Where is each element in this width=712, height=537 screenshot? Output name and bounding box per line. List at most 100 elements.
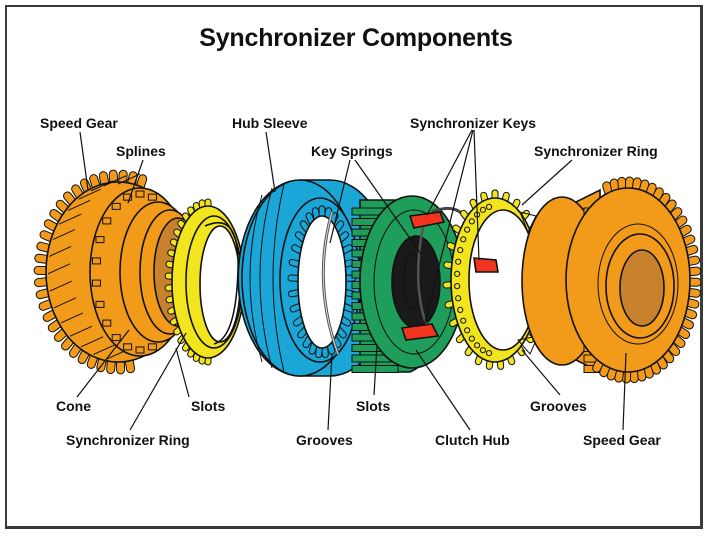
sleeve-tooth [327, 342, 335, 354]
sleeve-tooth [343, 290, 356, 297]
ring-inner-tooth [474, 342, 481, 349]
left-ring-bore [199, 225, 241, 343]
sleeve-tooth [295, 232, 307, 242]
sleeve-tooth [331, 336, 341, 348]
sleeve-tooth [306, 213, 315, 225]
helix-line [52, 229, 76, 241]
spline-tooth [102, 217, 112, 225]
spline-tooth [102, 319, 112, 327]
ring-inner-tooth [455, 258, 462, 265]
clutch-hub-bore [403, 253, 421, 311]
leader-sync-ring-left [129, 332, 187, 431]
synchronizer-key-bottom [400, 323, 440, 341]
spline-tooth [135, 190, 145, 198]
leader-grooves-sleeve [327, 353, 333, 431]
leader-sync-keys-c [473, 129, 480, 261]
helix-line [59, 213, 82, 225]
sleeve-tooth [342, 259, 355, 267]
synchronizer-key-top [408, 211, 446, 229]
leader-splines [127, 159, 144, 204]
helix-line [93, 344, 116, 355]
sleeve-groove-line [259, 187, 273, 369]
label-synchronizer-keys: Synchronizer Keys [410, 115, 536, 131]
sleeve-tooth [300, 221, 310, 232]
key-spring-inner [416, 217, 430, 331]
sleeve-tooth [337, 232, 349, 242]
right-ring-inner-teeth [454, 203, 493, 357]
ring-inner-tooth [457, 306, 464, 313]
leader-speed-gear-right [622, 352, 627, 431]
ring-inner-tooth [479, 206, 487, 213]
helix-line [90, 180, 114, 192]
ring-inner-tooth [468, 218, 475, 225]
spline-tooth [135, 346, 145, 354]
spline-tooth [111, 202, 121, 210]
leader-sync-keys-b [423, 129, 474, 327]
leader-hub-sleeve [265, 131, 276, 193]
synchronizer-key [400, 323, 440, 341]
label-synchronizer-ring-left: Synchronizer Ring [66, 432, 190, 448]
sleeve-tooth [336, 327, 346, 338]
label-splines: Splines [116, 143, 166, 159]
spline-tooth [147, 193, 157, 201]
label-clutch-hub: Clutch Hub [435, 432, 510, 448]
left-speed-gear [33, 169, 203, 375]
helix-line [49, 280, 72, 292]
ring-inner-tooth [485, 349, 493, 357]
sleeve-tooth [312, 208, 320, 221]
sleeve-tooth [289, 259, 302, 267]
helix-line [69, 325, 93, 337]
sleeve-tooth [298, 327, 308, 338]
helix-line [103, 175, 127, 187]
spline-tooth [123, 193, 133, 201]
label-grooves-sleeve: Grooves [296, 432, 353, 448]
ring-inner-tooth [454, 283, 461, 290]
sleeve-tooth [324, 208, 332, 221]
helix-line [60, 312, 84, 324]
spline-tooth [111, 334, 121, 342]
ring-inner-tooth [464, 226, 471, 233]
sleeve-tooth [309, 342, 317, 354]
key-spring-left-highlight [322, 211, 339, 355]
sleeve-tooth [329, 213, 338, 225]
right-gear-hub-ring [597, 223, 679, 345]
right-synchronizer-ring [442, 189, 548, 370]
label-key-springs: Key Springs [311, 143, 393, 159]
label-synchronizer-ring-right: Synchronizer Ring [534, 143, 658, 159]
label-hub-sleeve: Hub Sleeve [232, 115, 308, 131]
label-cone: Cone [56, 398, 91, 414]
sleeve-groove-line [249, 194, 263, 363]
ring-inner-tooth [460, 236, 467, 243]
clutch-hub-inner-splines [391, 235, 441, 329]
synchronizer-key-front [473, 257, 499, 273]
clutch-hub [351, 195, 465, 373]
sleeve-tooth [341, 303, 354, 312]
leader-clutch-hub [415, 349, 471, 431]
label-slots-hub: Slots [356, 398, 390, 414]
helix-line [117, 173, 141, 185]
sleeve-tooth [290, 303, 303, 312]
ring-inner-tooth [454, 270, 461, 277]
leader-key-springs-a [329, 159, 351, 244]
ring-inner-tooth [479, 347, 487, 354]
ring-inner-tooth [457, 247, 464, 254]
leader-slots-hub [373, 344, 378, 396]
ring-inner-tooth [460, 317, 467, 324]
right-speed-gear [521, 176, 702, 384]
sleeve-tooth [292, 245, 304, 254]
leader-speed-gear-left [79, 131, 89, 191]
leader-sync-keys-a [426, 129, 473, 216]
ring-inner-tooth [468, 335, 475, 342]
sleeve-tooth [288, 290, 301, 297]
spline-tooth [91, 279, 101, 287]
spline-tooth [95, 236, 105, 244]
sleeve-tooth [303, 336, 313, 348]
spline-tooth [147, 343, 157, 351]
label-grooves-ring: Grooves [530, 398, 587, 414]
right-gear-bore [619, 249, 665, 327]
sleeve-tooth [293, 316, 305, 326]
helix-line [67, 199, 91, 211]
helix-line [53, 297, 77, 309]
helix-line [48, 245, 72, 257]
